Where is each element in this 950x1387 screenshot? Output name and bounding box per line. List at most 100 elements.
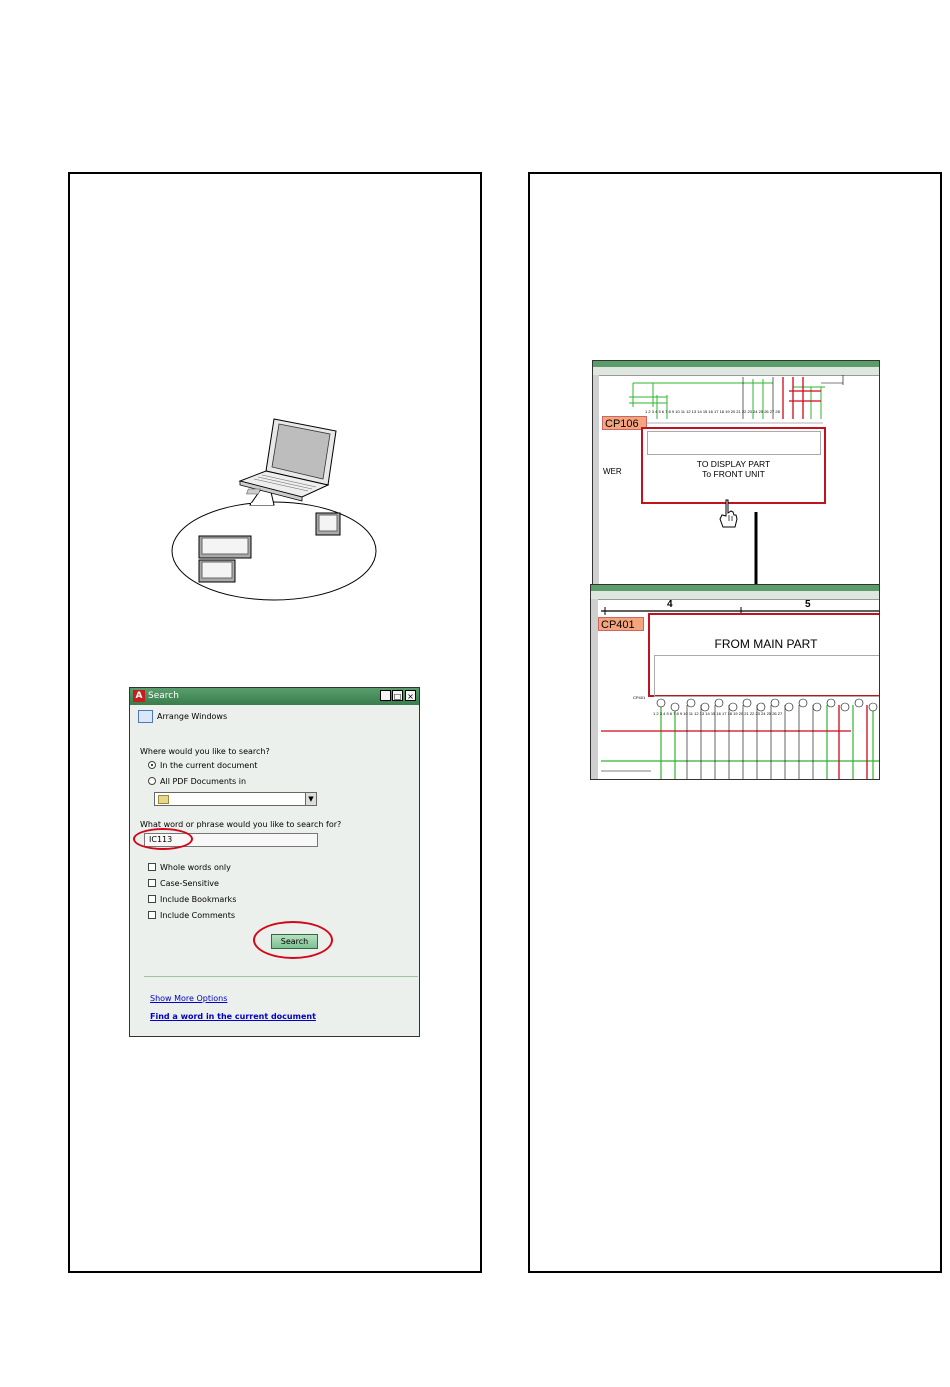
schematic-top-drawing xyxy=(629,375,844,424)
arrange-windows-label[interactable]: Arrange Windows xyxy=(157,712,228,721)
pin-number: 22 xyxy=(749,711,755,716)
box-line2: To FRONT UNIT xyxy=(702,469,765,479)
pin-labels-strip xyxy=(647,431,821,455)
laptop-keys-illustration xyxy=(171,418,377,601)
column-label-5: 5 xyxy=(805,599,811,610)
pin-number: 3 xyxy=(651,409,654,414)
pin-number: 13 xyxy=(699,711,705,716)
cp401-pin-row: 1 2 3 4 5 6 7 8 9 10 11 12 13 14 15 16 1… xyxy=(653,711,879,719)
dialog-title: Search xyxy=(148,691,179,701)
pin-number: 2 xyxy=(656,711,659,716)
chevron-down-icon[interactable]: ▼ xyxy=(305,793,316,805)
highlight-search-button xyxy=(253,921,333,959)
pin-number: 17 xyxy=(721,711,727,716)
pin-number: 7 xyxy=(665,409,668,414)
pin-tag: CP401 xyxy=(633,695,646,700)
pin-number: 14 xyxy=(705,711,710,716)
checkbox-include-comments[interactable] xyxy=(148,911,156,919)
cp401-label: CP401 xyxy=(598,617,644,631)
pin-number: 4 xyxy=(663,711,666,716)
checkbox-case-sensitive[interactable] xyxy=(148,879,156,887)
schematic-bottom-drawing xyxy=(601,607,879,779)
pin-number: 24 xyxy=(753,409,758,414)
checkbox-whole-words[interactable] xyxy=(148,863,156,871)
schematic-top-screenshot: CP106 WER TO DISPLAY PART To FRONT UNIT … xyxy=(592,360,880,586)
pin-number: 15 xyxy=(702,409,708,414)
maximize-button[interactable]: □ xyxy=(392,690,403,701)
side-label: WER xyxy=(603,467,622,476)
pin-number: 12 xyxy=(694,711,699,716)
pin-number: 19 xyxy=(733,711,738,716)
dialog-title-bar: A Search _ □ × xyxy=(130,688,419,705)
window-title-bar xyxy=(593,361,879,367)
pin-number: 21 xyxy=(736,409,741,414)
pin-number: 8 xyxy=(668,409,671,414)
find-word-link[interactable]: Find a word in the current document xyxy=(150,1012,316,1021)
pin-number: 17 xyxy=(713,409,719,414)
pin-number: 1 xyxy=(645,409,648,414)
left-sidebar xyxy=(591,599,598,779)
pin-number: 11 xyxy=(680,409,685,414)
folder-icon xyxy=(158,795,169,804)
box-line1: TO DISPLAY PART xyxy=(696,459,771,469)
from-main-part-box: FROM MAIN PART xyxy=(648,613,879,697)
pin-number: 26 xyxy=(764,409,769,414)
left-sidebar xyxy=(593,375,599,585)
cp106-pin-row: 1 2 3 4 5 6 7 8 9 10 11 12 13 14 15 16 1… xyxy=(645,409,825,419)
radio-all-pdf[interactable] xyxy=(148,777,156,785)
show-more-options-link[interactable]: Show More Options xyxy=(150,994,228,1003)
pin-number: 10 xyxy=(675,409,680,414)
pin-number: 20 xyxy=(730,409,736,414)
pin-number: 22 xyxy=(741,409,747,414)
pin-number: 11 xyxy=(688,711,693,716)
pin-number: 26 xyxy=(772,711,777,716)
pin-number: 16 xyxy=(716,711,721,716)
case-sensitive-label: Case-Sensitive xyxy=(160,879,219,888)
radio-current-document[interactable] xyxy=(148,761,156,769)
minimize-button[interactable]: _ xyxy=(380,690,391,701)
highlight-search-input xyxy=(133,828,193,850)
radio-current-label: In the current document xyxy=(160,761,258,770)
pin-number: 14 xyxy=(697,409,702,414)
what-label: What word or phrase would you like to se… xyxy=(140,820,342,829)
pin-number: 13 xyxy=(691,409,697,414)
hand-pointer-icon[interactable] xyxy=(717,499,739,529)
pin-labels-strip xyxy=(654,655,879,697)
pin-number: 20 xyxy=(738,711,744,716)
pin-number: 16 xyxy=(708,409,713,414)
divider xyxy=(144,976,418,977)
pin-number: 12 xyxy=(686,409,691,414)
column-label-4: 4 xyxy=(667,599,673,610)
close-button[interactable]: × xyxy=(405,690,416,701)
cp106-label: CP106 xyxy=(602,416,647,430)
arrange-windows-icon[interactable] xyxy=(138,710,153,723)
pin-number: 25 xyxy=(758,409,764,414)
pin-number: 23 xyxy=(755,711,760,716)
pin-number: 25 xyxy=(766,711,772,716)
pin-number: 18 xyxy=(727,711,733,716)
pin-number: 6 xyxy=(669,711,673,716)
pin-number: 10 xyxy=(683,711,688,716)
location-select[interactable]: ▼ xyxy=(154,792,317,806)
pin-number: 19 xyxy=(725,409,730,414)
pin-number: 3 xyxy=(659,711,662,716)
pin-number: 27 xyxy=(777,711,783,716)
pin-number: 28 xyxy=(775,409,780,414)
whole-words-label: Whole words only xyxy=(160,863,231,872)
pin-number: 18 xyxy=(719,409,725,414)
to-display-part-box: TO DISPLAY PART To FRONT UNIT xyxy=(641,427,826,504)
pin-number: 15 xyxy=(710,711,716,716)
pin-number: 2 xyxy=(648,409,651,414)
include-bookmarks-label: Include Bookmarks xyxy=(160,895,237,904)
toolbar xyxy=(593,367,879,376)
pdf-icon: A xyxy=(133,690,145,702)
key-small xyxy=(315,512,341,536)
pin-number: 8 xyxy=(676,711,679,716)
pin-number: 21 xyxy=(744,711,749,716)
pin-number: 9 xyxy=(671,409,675,414)
window-title-bar xyxy=(591,585,879,591)
pin-number: 5 xyxy=(666,711,669,716)
pin-number: 27 xyxy=(769,409,775,414)
checkbox-include-bookmarks[interactable] xyxy=(148,895,156,903)
include-comments-label: Include Comments xyxy=(160,911,236,920)
